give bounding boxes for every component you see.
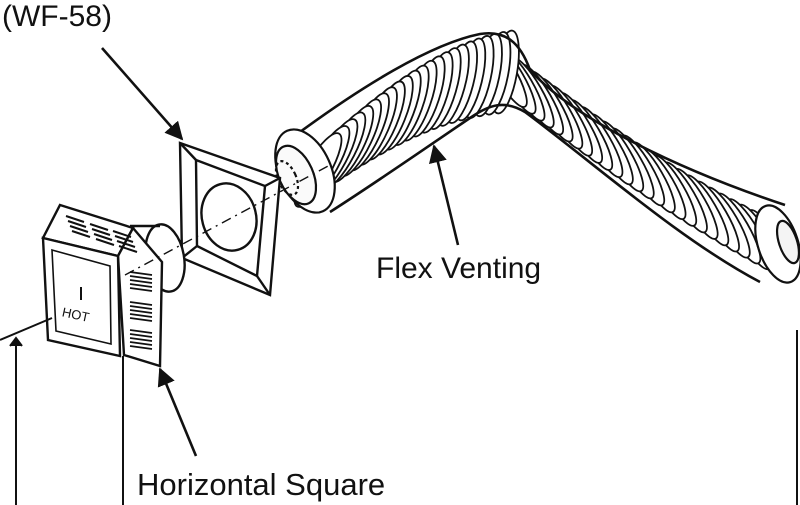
- louver-slat: [129, 333, 153, 338]
- louver-slat: [129, 317, 153, 322]
- louver-slat: [129, 329, 153, 334]
- termination-side-face: [116, 225, 164, 368]
- wall-plate-bevel: [256, 275, 271, 296]
- wf58-label: (WF-58): [2, 0, 112, 33]
- louver-slat: [129, 313, 153, 318]
- louver-slat: [118, 245, 138, 253]
- louver-slat: [89, 223, 109, 231]
- wall-lines: [0, 317, 798, 505]
- dimension-leader: [0, 317, 53, 341]
- louver-slat: [129, 309, 153, 314]
- louver-slat: [129, 301, 153, 306]
- flex-venting-leader-arrow: [429, 144, 460, 246]
- louver-slat: [129, 275, 153, 280]
- wall-plate-bevel: [179, 142, 197, 161]
- wall-plate-hole: [200, 182, 258, 252]
- louver-slat: [112, 230, 132, 238]
- louver-slat: [129, 345, 153, 350]
- louver-slat: [129, 279, 153, 284]
- louver-slat: [93, 233, 113, 241]
- louver-slat: [129, 271, 153, 276]
- louver-slat: [129, 287, 153, 292]
- louver-slat: [67, 220, 87, 228]
- louver-slat: [114, 235, 134, 243]
- side-louvers: [129, 271, 153, 350]
- termination-front-inner: [51, 248, 112, 346]
- louver-slat: [129, 283, 153, 288]
- dimension-tick-left: [9, 336, 23, 347]
- leader-arrows: [101, 47, 460, 457]
- wf58-leader-arrow: [101, 47, 184, 141]
- horizontal-square-leader-arrow: [157, 367, 198, 457]
- hose-corrugations: [293, 29, 793, 281]
- louver-slat: [91, 228, 111, 236]
- flex-venting-hose: [274, 29, 800, 284]
- louver-slat: [69, 225, 89, 233]
- louver-slat: [116, 240, 136, 248]
- horizontal-square-termination: HOT: [41, 203, 186, 368]
- louver-slat: [65, 215, 85, 223]
- top-louvers: [65, 215, 138, 253]
- horizontal-square-label: Horizontal Square: [137, 467, 386, 502]
- hose-outline: [299, 31, 786, 284]
- louver-slat: [129, 337, 153, 342]
- louver-slat: [129, 305, 153, 310]
- wall-plate-bevel: [264, 176, 281, 188]
- hot-warning-text: HOT: [61, 304, 91, 324]
- louver-slat: [129, 341, 153, 346]
- flex-venting-label: Flex Venting: [376, 252, 542, 285]
- hose-end-cuff-inner: [775, 219, 800, 265]
- louver-slat: [95, 238, 115, 246]
- vent-centerline: [124, 164, 331, 276]
- louver-slat: [71, 230, 91, 238]
